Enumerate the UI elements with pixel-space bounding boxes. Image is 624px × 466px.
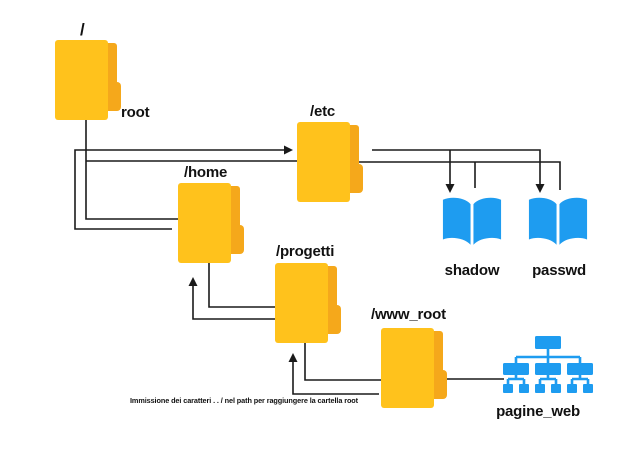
caption-text: Immissione dei caratteri . . / nel path … xyxy=(130,396,358,405)
folder-front xyxy=(178,183,231,263)
line-progetti-to-www xyxy=(304,343,382,381)
folder-icon-home xyxy=(178,183,244,263)
label-pagine-web: pagine_web xyxy=(496,403,580,420)
label-passwd: passwd xyxy=(532,262,586,279)
label-root: root xyxy=(121,104,150,121)
folder-front xyxy=(297,122,350,202)
label-www-root: /www_root xyxy=(371,306,446,323)
line-root-to-home xyxy=(85,120,178,220)
line-etc-to-passwd-upper xyxy=(372,149,541,184)
line-etc-to-passwd-lower xyxy=(358,161,561,190)
label-etc: /etc xyxy=(310,103,336,120)
line-home-to-etc xyxy=(74,149,284,230)
book-icon-passwd xyxy=(528,197,588,245)
arrowhead-up-to-home xyxy=(188,277,198,286)
arrowhead-into-passwd xyxy=(535,184,545,193)
folder-front xyxy=(381,328,434,408)
line-progetti-up-to-home xyxy=(192,286,276,320)
line-home-to-progetti xyxy=(208,263,276,308)
folder-icon-etc xyxy=(297,122,363,202)
label-root-path: / xyxy=(80,20,85,39)
sitemap-icon-pagine-web xyxy=(503,336,593,393)
label-shadow: shadow xyxy=(444,262,500,279)
arrowhead-into-shadow xyxy=(445,184,455,193)
folder-icon-www-root xyxy=(381,328,447,408)
folder-icon-progetti xyxy=(275,263,341,343)
arrowhead-up-to-progetti xyxy=(288,353,298,362)
folder-front xyxy=(55,40,108,120)
folder-icon-root xyxy=(55,40,121,120)
folder-front xyxy=(275,263,328,343)
label-home: /home xyxy=(184,164,228,181)
arrowhead-into-etc xyxy=(284,145,293,155)
line-www-up-to-progetti xyxy=(292,362,379,395)
label-progetti: /progetti xyxy=(276,243,335,260)
book-icon-shadow xyxy=(442,197,502,245)
